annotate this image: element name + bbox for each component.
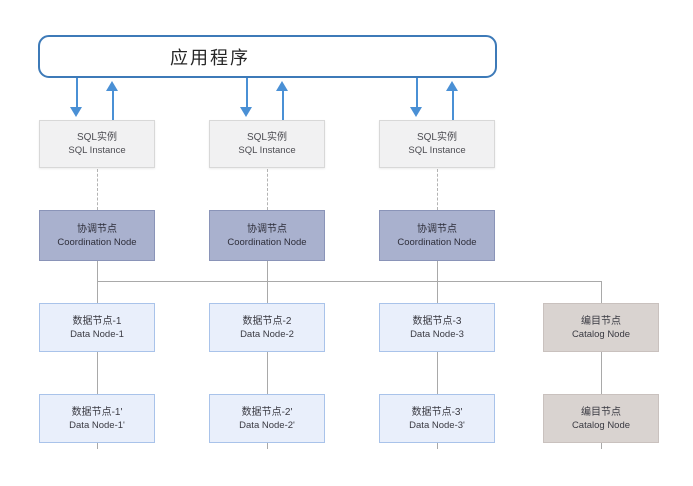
sql-instance-subtitle: SQL Instance xyxy=(68,145,126,156)
arrow-shaft xyxy=(75,78,78,108)
connector-line xyxy=(266,352,268,394)
connector-line xyxy=(600,352,602,394)
sql-instance-title: SQL实例 xyxy=(76,132,117,143)
sql-instance-subtitle: SQL Instance xyxy=(408,145,466,156)
sql-instance-subtitle: SQL Instance xyxy=(238,145,296,156)
data-node-subtitle: Data Node-1' xyxy=(69,419,125,431)
arrow-head xyxy=(106,81,118,91)
arrow-up-icon xyxy=(276,81,289,121)
arrow-shaft xyxy=(111,90,114,121)
arrow-shaft xyxy=(281,90,284,121)
data-node-title: 数据节点-1' xyxy=(71,406,123,418)
data-node-box-1-replica: 数据节点-1' Data Node-1' xyxy=(39,394,155,443)
arrow-up-icon xyxy=(446,81,459,121)
sql-instance-title: SQL实例 xyxy=(246,132,287,143)
coordination-node-title: 协调节点 xyxy=(77,223,117,235)
dashed-connector xyxy=(96,169,98,210)
arrow-shaft xyxy=(451,90,454,121)
arrow-up-icon xyxy=(106,81,119,121)
coordination-node-title: 协调节点 xyxy=(247,223,287,235)
catalog-node-title: 编目节点 xyxy=(581,315,621,327)
arrow-shaft xyxy=(415,78,418,108)
coordination-node-box-1: 协调节点 Coordination Node xyxy=(39,210,155,261)
arrow-head xyxy=(240,107,252,117)
connector-line xyxy=(96,352,98,394)
data-node-box-3-replica: 数据节点-3' Data Node-3' xyxy=(379,394,495,443)
connector-line xyxy=(266,261,268,303)
arrow-head xyxy=(70,107,82,117)
sql-instance-box-2: SQL实例 SQL Instance xyxy=(209,120,325,168)
data-node-subtitle: Data Node-2' xyxy=(239,419,295,431)
sql-instance-title: SQL实例 xyxy=(416,132,457,143)
catalog-node-title: 编目节点 xyxy=(581,406,621,418)
catalog-node-box-2: 编目节点 Catalog Node xyxy=(543,394,659,443)
arrow-head xyxy=(446,81,458,91)
connector-stub xyxy=(436,443,438,449)
catalog-node-subtitle: Catalog Node xyxy=(571,328,631,340)
dashed-connector xyxy=(266,169,268,210)
coordination-node-title: 协调节点 xyxy=(417,223,457,235)
coordination-node-subtitle: Coordination Node xyxy=(57,236,137,248)
dashed-connector xyxy=(436,169,438,210)
data-node-title: 数据节点-1 xyxy=(72,315,122,327)
data-node-subtitle: Data Node-3' xyxy=(409,419,465,431)
arrow-shaft xyxy=(245,78,248,108)
data-node-subtitle: Data Node-1 xyxy=(70,328,124,340)
catalog-node-subtitle: Catalog Node xyxy=(571,419,631,431)
application-label: 应用程序 xyxy=(170,47,250,68)
data-node-box-2-replica: 数据节点-2' Data Node-2' xyxy=(209,394,325,443)
data-node-title: 数据节点-3' xyxy=(411,406,463,418)
data-node-title: 数据节点-2 xyxy=(242,315,292,327)
arrow-down-icon xyxy=(410,78,423,117)
connector-stub xyxy=(96,443,98,449)
arrow-down-icon xyxy=(240,78,253,117)
connector-line xyxy=(96,261,98,303)
coordination-node-subtitle: Coordination Node xyxy=(397,236,477,248)
data-node-title: 数据节点-2' xyxy=(241,406,293,418)
connector-stub xyxy=(266,443,268,449)
arrow-down-icon xyxy=(70,78,83,117)
coordination-node-subtitle: Coordination Node xyxy=(227,236,307,248)
sql-instance-box-3: SQL实例 SQL Instance xyxy=(379,120,495,168)
bus-line-horizontal xyxy=(97,281,601,282)
connector-line xyxy=(436,352,438,394)
data-node-subtitle: Data Node-3 xyxy=(410,328,464,340)
coordination-node-box-3: 协调节点 Coordination Node xyxy=(379,210,495,261)
data-node-box-1: 数据节点-1 Data Node-1 xyxy=(39,303,155,352)
sql-instance-box-1: SQL实例 SQL Instance xyxy=(39,120,155,168)
data-node-subtitle: Data Node-2 xyxy=(240,328,294,340)
connector-stub xyxy=(600,443,602,449)
application-box: 应用程序 xyxy=(38,35,497,78)
arrow-head xyxy=(276,81,288,91)
data-node-title: 数据节点-3 xyxy=(412,315,462,327)
coordination-node-box-2: 协调节点 Coordination Node xyxy=(209,210,325,261)
connector-line xyxy=(436,261,438,303)
data-node-box-3: 数据节点-3 Data Node-3 xyxy=(379,303,495,352)
data-node-box-2: 数据节点-2 Data Node-2 xyxy=(209,303,325,352)
catalog-node-box-1: 编目节点 Catalog Node xyxy=(543,303,659,352)
arrow-head xyxy=(410,107,422,117)
connector-line xyxy=(600,281,602,303)
